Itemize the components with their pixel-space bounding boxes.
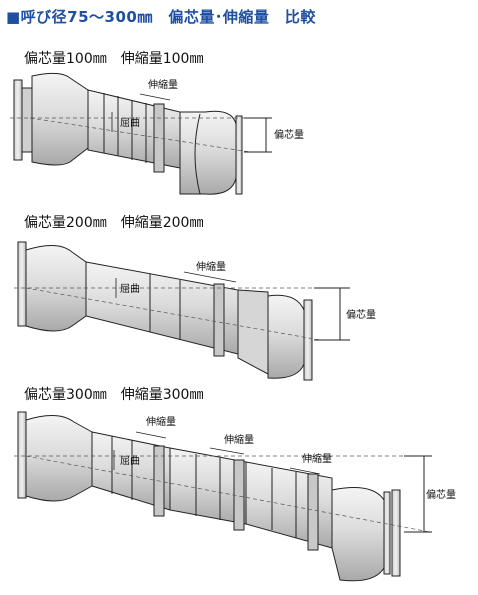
diagram-3-pipe: [17, 411, 401, 582]
diagram-1-offset-label: 偏芯量: [274, 128, 304, 141]
diagram-3-stretch-label-3: 伸縮量: [302, 452, 332, 465]
diagram-2-stretch-label: 伸縮量: [196, 260, 226, 273]
diagram-3-offset-label: 偏芯量: [426, 488, 456, 501]
diagram-3-stretch-label-2: 伸縮量: [224, 433, 254, 446]
section-heading-2: 偏芯量200㎜ 伸縮量200㎜: [24, 215, 204, 231]
section-heading-3: 偏芯量300㎜ 伸縮量300㎜: [24, 387, 204, 403]
diagram-1-centerlines: [10, 117, 260, 153]
diagram-2-centerlines: [14, 287, 321, 341]
diagram-1-pipe: [13, 72, 243, 195]
diagram-1-offset-dimension: [244, 117, 272, 153]
page-title: ■呼び径75～300㎜ 偏芯量･伸縮量 比較: [6, 8, 316, 26]
diagram-3-stretch-label-1: 伸縮量: [146, 415, 176, 428]
diagram-2-pipe: [17, 241, 313, 381]
diagram-1-stretch-label: 伸縮量: [148, 78, 178, 91]
diagram-3-offset-dimension: [404, 455, 432, 533]
diagram-2-offset-dimension: [314, 287, 350, 341]
diagram-2-bend-label: 屈曲: [120, 283, 140, 295]
diagram-2-offset-label: 偏芯量: [346, 308, 376, 321]
section-heading-1: 偏芯量100㎜ 伸縮量100㎜: [24, 51, 204, 67]
diagram-1-bend-label: 屈曲: [120, 117, 140, 129]
diagram-3-bend-label: 屈曲: [120, 455, 140, 467]
diagram-3-centerlines: [14, 455, 432, 533]
